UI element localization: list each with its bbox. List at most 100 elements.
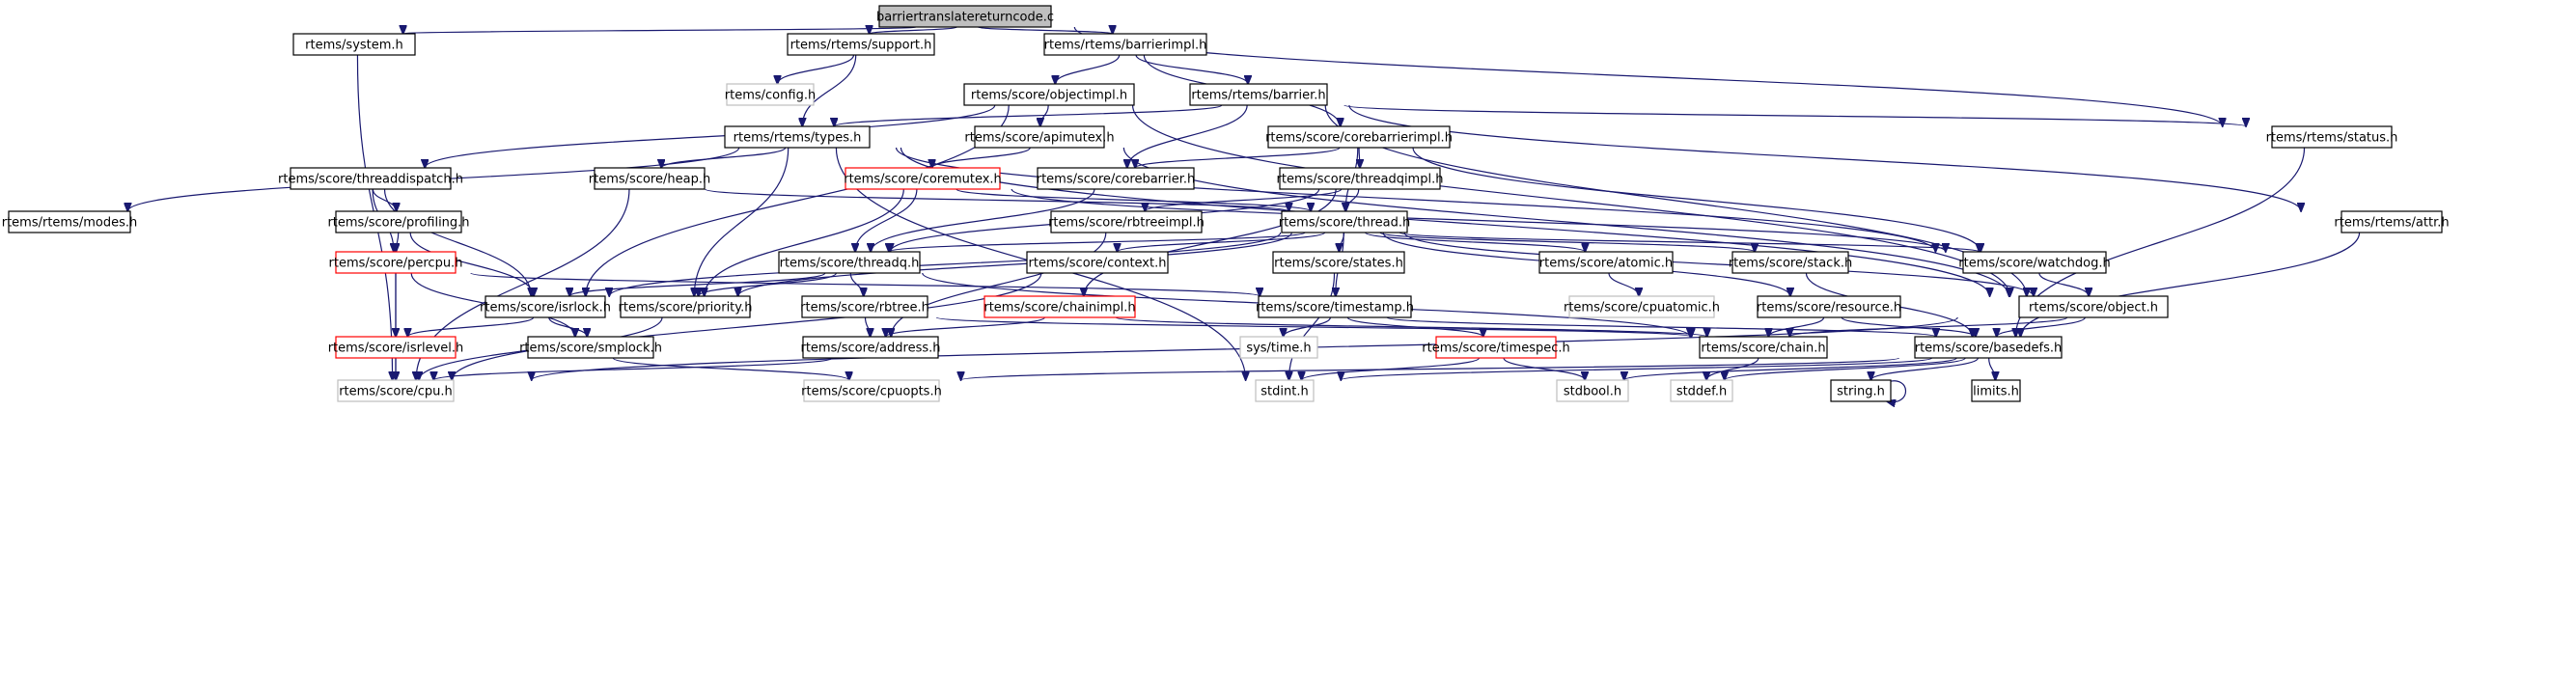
node-config[interactable]: rtems/config.h: [725, 83, 816, 106]
node-modes[interactable]: rtems/rtems/modes.h: [2, 210, 138, 233]
node-box: [1757, 295, 1901, 318]
node-object[interactable]: rtems/score/object.h: [2018, 295, 2169, 318]
edge-threaddispatch-to-profiling: [372, 188, 396, 211]
node-corebarrier[interactable]: rtems/score/corebarrier.h: [1037, 167, 1196, 190]
nodes-layer: barriertranslatereturncode.c rtems/system…: [2, 5, 2450, 402]
node-attr[interactable]: rtems/rtems/attr.h: [2334, 210, 2450, 233]
edge-timestamp-to-timespec: [1346, 316, 1482, 337]
node-cpu[interactable]: rtems/score/cpu.h: [337, 379, 455, 402]
node-types[interactable]: rtems/rtems/types.h: [724, 125, 871, 149]
node-label: rtems/score/stack.h: [1729, 257, 1852, 271]
node-barrierimpl[interactable]: rtems/rtems/barrierimpl.h: [1043, 33, 1207, 56]
edge-timestamp-to-systime: [1284, 316, 1331, 337]
edge-support-to-types: [802, 54, 857, 126]
node-box: [801, 295, 928, 318]
edge-corebarrierimpl-to-corebarrier: [1135, 147, 1341, 168]
node-stdbool[interactable]: stdbool.h: [1556, 379, 1629, 402]
node-label: stddef.h: [1676, 385, 1727, 399]
node-isrlock[interactable]: rtems/score/isrlock.h: [480, 295, 611, 318]
node-thread[interactable]: rtems/score/thread.h: [1279, 210, 1411, 233]
node-label: limits.h: [1973, 385, 2019, 399]
node-box: [778, 251, 921, 274]
node-box: [724, 125, 871, 149]
edge-corebarrier-to-threadq: [871, 188, 1095, 252]
node-label: rtems/score/apimutex.h: [964, 131, 1114, 146]
node-label: sys/time.h: [1246, 342, 1311, 356]
node-priority[interactable]: rtems/score/priority.h: [619, 295, 753, 318]
node-coremutex[interactable]: rtems/score/coremutex.h: [844, 167, 1002, 190]
node-box: [335, 336, 457, 359]
node-smplock[interactable]: rtems/score/smplock.h: [519, 336, 662, 359]
node-box: [1568, 295, 1715, 318]
edge-objectimpl-to-object: [1131, 104, 2010, 296]
node-label: rtems/score/threadqimpl.h: [1277, 173, 1444, 187]
node-objectimpl[interactable]: rtems/score/objectimpl.h: [963, 83, 1135, 106]
node-corebarrierimpl[interactable]: rtems/score/corebarrierimpl.h: [1265, 125, 1453, 149]
node-string[interactable]: string.h: [1830, 379, 1892, 402]
node-chainimpl[interactable]: rtems/score/chainimpl.h: [983, 295, 1136, 318]
node-limits[interactable]: limits.h: [1971, 379, 2021, 402]
edge-heap-to-thread: [705, 188, 1289, 211]
node-label: rtems/rtems/types.h: [734, 131, 862, 146]
node-root[interactable]: barriertranslatereturncode.c: [876, 5, 1054, 28]
node-stack[interactable]: rtems/score/stack.h: [1729, 251, 1852, 274]
node-barrier[interactable]: rtems/rtems/barrier.h: [1189, 83, 1328, 106]
edge-chain-to-stddef: [1706, 357, 1759, 380]
node-rbtree[interactable]: rtems/score/rbtree.h: [800, 295, 929, 318]
edge-root-to-status: [1073, 26, 2222, 126]
node-threadqimpl[interactable]: rtems/score/threadqimpl.h: [1277, 167, 1444, 190]
node-support[interactable]: rtems/rtems/support.h: [787, 33, 935, 56]
node-box: [726, 83, 815, 106]
node-box: [787, 33, 935, 56]
node-rbtreeimpl[interactable]: rtems/score/rbtreeimpl.h: [1048, 210, 1205, 233]
node-box: [1670, 379, 1733, 402]
node-box: [1050, 210, 1203, 233]
edge-coremutex-to-thread: [956, 188, 1311, 211]
node-timespec[interactable]: rtems/score/timespec.h: [1422, 336, 1570, 359]
edge-profiling-to-isrlock: [409, 232, 534, 296]
edge-profiling-to-percpu: [396, 232, 399, 252]
node-threadq[interactable]: rtems/score/threadq.h: [778, 251, 921, 274]
edge-barrier-to-attr: [1348, 104, 2301, 211]
node-stddef[interactable]: stddef.h: [1670, 379, 1733, 402]
node-timestamp[interactable]: rtems/score/timestamp.h: [1256, 295, 1414, 318]
node-profiling[interactable]: rtems/score/profiling.h: [327, 210, 470, 233]
node-context[interactable]: rtems/score/context.h: [1026, 251, 1169, 274]
node-label: rtems/score/rbtreeimpl.h: [1048, 216, 1205, 231]
node-cpuatomic[interactable]: rtems/score/cpuatomic.h: [1564, 295, 1720, 318]
node-box: [878, 5, 1052, 28]
node-box: [1258, 295, 1412, 318]
node-label: rtems/score/corebarrier.h: [1037, 173, 1196, 187]
node-watchdog[interactable]: rtems/score/watchdog.h: [1958, 251, 2111, 274]
node-basedefs[interactable]: rtems/score/basedefs.h: [1914, 336, 2063, 359]
node-system[interactable]: rtems/system.h: [292, 33, 416, 56]
node-cpuopts[interactable]: rtems/score/cpuopts.h: [801, 379, 942, 402]
node-box: [802, 336, 939, 359]
edge-thread-to-stack: [1379, 232, 1755, 252]
node-label: barriertranslatereturncode.c: [876, 11, 1054, 25]
node-address[interactable]: rtems/score/address.h: [800, 336, 941, 359]
node-heap[interactable]: rtems/score/heap.h: [589, 167, 710, 190]
node-box: [803, 379, 940, 402]
node-chain[interactable]: rtems/score/chain.h: [1699, 336, 1828, 359]
node-threaddispatch[interactable]: rtems/score/threaddispatch.h: [278, 167, 463, 190]
edge-basedefs-to-stddef: [1725, 357, 1966, 380]
node-status[interactable]: rtems/rtems/status.h: [2266, 125, 2398, 149]
node-box: [963, 83, 1135, 106]
node-box: [2018, 295, 2169, 318]
node-isrlevel[interactable]: rtems/score/isrlevel.h: [328, 336, 464, 359]
node-label: stdint.h: [1260, 385, 1308, 399]
node-label: rtems/score/atomic.h: [1539, 257, 1673, 271]
node-stdint[interactable]: stdint.h: [1255, 379, 1315, 402]
node-resource[interactable]: rtems/score/resource.h: [1757, 295, 1901, 318]
edge-barrierimpl-to-barrier: [1135, 54, 1248, 84]
node-label: rtems/score/timespec.h: [1422, 342, 1569, 356]
edge-timespec-to-stdbool: [1503, 357, 1585, 380]
node-states[interactable]: rtems/score/states.h: [1272, 251, 1405, 274]
node-apimutex[interactable]: rtems/score/apimutex.h: [964, 125, 1115, 149]
node-label: rtems/score/isrlevel.h: [328, 342, 464, 356]
node-atomic[interactable]: rtems/score/atomic.h: [1538, 251, 1674, 274]
node-percpu[interactable]: rtems/score/percpu.h: [329, 251, 463, 274]
edge-rbtree-to-address: [864, 316, 870, 337]
node-systime[interactable]: sys/time.h: [1239, 336, 1318, 359]
